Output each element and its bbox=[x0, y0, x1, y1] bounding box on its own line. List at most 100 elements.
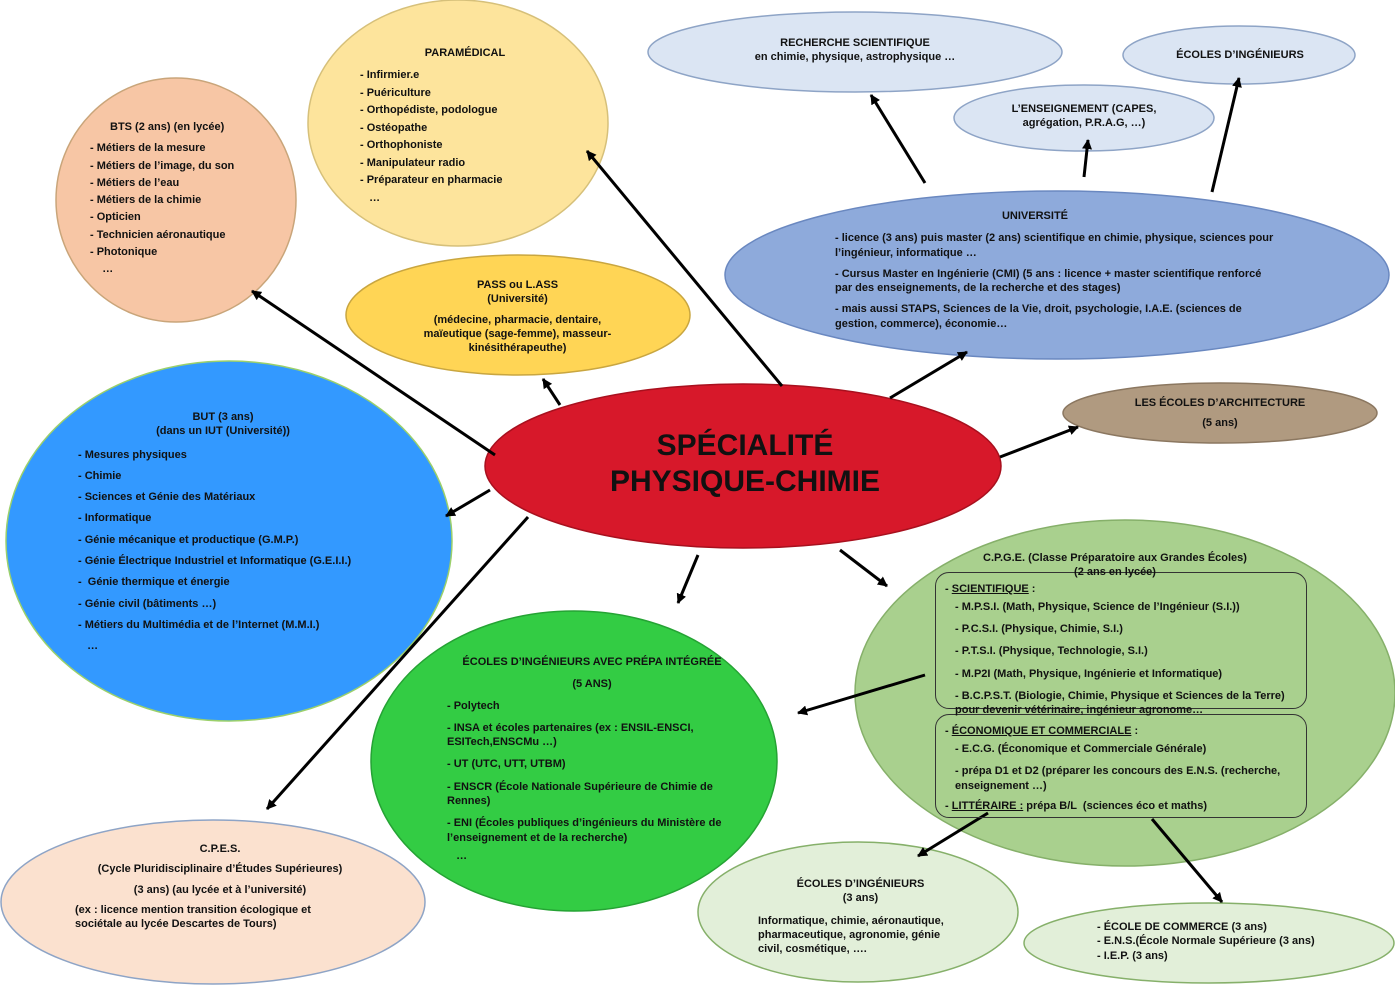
center-ellipse bbox=[484, 383, 1002, 549]
list-item: - Métiers du Multimédia et de l’Internet… bbox=[78, 618, 320, 631]
pass-subtitle: (Université) bbox=[487, 293, 548, 306]
list-item: - E.C.G. (Économique et Commerciale Géné… bbox=[955, 742, 1207, 755]
arrow-to-but bbox=[445, 488, 491, 518]
list-item: - Métiers de l’image, du son bbox=[90, 159, 235, 172]
ecoles-ing-bottom-subtitle: (3 ans) bbox=[842, 892, 879, 905]
center-line-2: PHYSIQUE-CHIMIE bbox=[609, 465, 881, 498]
cpge-eco-list: - E.C.G. (Économique et Commerciale Géné… bbox=[945, 742, 1285, 793]
list-item: … bbox=[78, 640, 99, 653]
recherche-text: en chimie, physique, astrophysique … bbox=[754, 51, 956, 64]
cpge-scientific-list: - M.P.S.I. (Math, Physique, Science de l… bbox=[945, 600, 1285, 718]
list-item: - Génie mécanique et productique (G.M.P.… bbox=[78, 533, 299, 546]
paramedical-ellipse bbox=[307, 0, 609, 247]
but-ellipse bbox=[5, 360, 453, 722]
cpge-lit-text: prépa B/L (sciences éco et maths) bbox=[1023, 799, 1208, 812]
cpge-title: C.P.G.E. (Classe Préparatoire aux Grande… bbox=[983, 552, 1247, 564]
ecoles-prepa-node: ÉCOLES D’INGÉNIEURS AVEC PRÉPA INTÉGRÉE … bbox=[447, 655, 722, 863]
paramedical-node: PARAMÉDICAL - Infirmier.e - Puériculture… bbox=[360, 46, 570, 207]
paramedical-title: PARAMÉDICAL bbox=[424, 47, 506, 59]
list-item: - INSA et écoles partenaires (ex : ENSIL… bbox=[447, 721, 694, 749]
universite-ellipse bbox=[724, 190, 1390, 360]
arrow-to-pass bbox=[541, 378, 562, 406]
list-item: - Métiers de la chimie bbox=[90, 194, 202, 207]
cpge-eco-label: ÉCONOMIQUE ET COMMERCIALE bbox=[951, 724, 1132, 737]
ecoles-prepa-title: ÉCOLES D’INGÉNIEURS AVEC PRÉPA INTÉGRÉE bbox=[462, 656, 722, 668]
arrow-to-ecoles-ing-top bbox=[1210, 77, 1242, 193]
list-item: - ENI (Écoles publiques d’ingénieurs du … bbox=[447, 817, 722, 844]
pass-ellipse bbox=[345, 254, 691, 376]
bts-title: BTS (2 ans) (en lycée) bbox=[110, 121, 225, 133]
bts-list: - Métiers de la mesure - Métiers de l’im… bbox=[90, 140, 280, 278]
list-item: - Mesures physiques bbox=[78, 448, 187, 461]
recherche-ellipse bbox=[647, 11, 1063, 93]
list-item: - Polytech bbox=[447, 699, 500, 712]
cpge-scientific-heading: - SCIENTIFIQUE : bbox=[945, 582, 1036, 595]
commerce-node: - ÉCOLE DE COMMERCE (3 ans) - E.N.S.(Éco… bbox=[1097, 920, 1337, 963]
cpes-text: (ex : licence mention transition écologi… bbox=[75, 903, 311, 931]
cpes-line-2: (3 ans) (au lycée et à l’université) bbox=[133, 883, 307, 896]
list-item: - ENSCR (École Nationale Supérieure de C… bbox=[447, 780, 713, 808]
pass-node: PASS ou L.ASS (Université) (médecine, ph… bbox=[405, 278, 630, 355]
arrow-to-enseignement bbox=[1082, 139, 1093, 178]
list-item: - E.N.S.(École Normale Supérieure (3 ans… bbox=[1097, 935, 1315, 948]
arrow-cpge-to-ecoles-prepa bbox=[797, 673, 926, 716]
list-item: - Infirmier.e bbox=[360, 69, 420, 82]
list-item: - mais aussi STAPS, Sciences de la Vie, … bbox=[835, 303, 1242, 330]
ecoles-ing-top-node: ÉCOLES D’INGÉNIEURS bbox=[1140, 48, 1340, 62]
list-item: - Opticien bbox=[90, 211, 141, 224]
list-item: - Sciences et Génie des Matériaux bbox=[78, 491, 256, 504]
commerce-ellipse bbox=[1023, 902, 1395, 984]
list-item: … bbox=[360, 191, 381, 204]
list-item: - Technicien aéronautique bbox=[90, 228, 226, 241]
cpge-lit-label: LITTÉRAIRE : bbox=[951, 799, 1024, 812]
list-item: - prépa D1 et D2 (préparer les concours … bbox=[955, 765, 1281, 792]
cpge-lit-line: - LITTÉRAIRE : prépa B/L (sciences éco e… bbox=[945, 799, 1208, 812]
cpge-subtitle: (2 ans en lycée) bbox=[1074, 566, 1156, 579]
list-item: - Informatique bbox=[78, 512, 152, 525]
paramedical-list: - Infirmier.e - Puériculture - Orthopédi… bbox=[360, 67, 570, 207]
list-item: - Photonique bbox=[90, 246, 158, 259]
list-item: - Métiers de la mesure bbox=[90, 142, 206, 155]
arrow-to-universite bbox=[889, 350, 968, 400]
enseignement-title: L’ENSEIGNEMENT (CAPES, bbox=[1011, 103, 1157, 115]
center-line-1: SPÉCIALITÉ bbox=[656, 429, 834, 462]
cpge-scientific-brace bbox=[935, 572, 1307, 709]
universite-title: UNIVERSITÉ bbox=[1001, 210, 1068, 222]
arrow-to-cpge bbox=[839, 548, 888, 588]
bts-node: BTS (2 ans) (en lycée) - Métiers de la m… bbox=[90, 120, 280, 279]
list-item: - Génie civil (bâtiments …) bbox=[78, 597, 217, 610]
cpge-other-brace bbox=[935, 714, 1307, 818]
cpes-title: C.P.E.S. bbox=[199, 843, 241, 855]
list-item: - Cursus Master en Ingénierie (CMI) (5 a… bbox=[835, 267, 1262, 295]
list-item: - M.P.S.I. (Math, Physique, Science de l… bbox=[955, 600, 1240, 613]
list-item: - Manipulateur radio bbox=[360, 156, 466, 169]
cpes-node: C.P.E.S. (Cycle Pluridisciplinaire d’Étu… bbox=[75, 842, 365, 931]
list-item: - M.P2I (Math, Physique, Ingénierie et I… bbox=[955, 667, 1223, 680]
arrow-to-architecture bbox=[999, 425, 1079, 459]
list-item: - Ostéopathe bbox=[360, 121, 428, 134]
cpge-node: C.P.G.E. (Classe Préparatoire aux Grande… bbox=[945, 551, 1285, 813]
ecoles-ing-bottom-ellipse bbox=[697, 841, 1019, 983]
list-item: - Puériculture bbox=[360, 86, 431, 99]
architecture-node: LES ÉCOLES D’ARCHITECTURE (5 ans) bbox=[1100, 396, 1340, 431]
list-item: - Orthophoniste bbox=[360, 139, 443, 152]
ecoles-ing-bottom-node: ÉCOLES D’INGÉNIEURS (3 ans) Informatique… bbox=[758, 877, 963, 956]
but-list: - Mesures physiques - Chimie - Sciences … bbox=[78, 445, 378, 658]
bts-ellipse bbox=[55, 77, 297, 323]
arrow-cpge-to-ecoles-ing-bottom bbox=[917, 811, 989, 858]
center-node: SPÉCIALITÉ PHYSIQUE-CHIMIE bbox=[540, 428, 950, 500]
list-item: - licence (3 ans) puis master (2 ans) sc… bbox=[835, 232, 1274, 259]
list-item: … bbox=[90, 263, 114, 276]
list-item: - ÉCOLE DE COMMERCE (3 ans) bbox=[1097, 921, 1267, 933]
list-item: - P.C.S.I. (Physique, Chimie, S.I.) bbox=[955, 623, 1123, 636]
cpge-eco-heading: - ÉCONOMIQUE ET COMMERCIALE : bbox=[945, 724, 1139, 737]
list-item: - B.C.P.S.T. (Biologie, Chimie, Physique… bbox=[955, 690, 1285, 717]
list-item: - UT (UTC, UTT, UTBM) bbox=[447, 758, 566, 771]
ecoles-prepa-subtitle: (5 ANS) bbox=[572, 678, 612, 691]
ecoles-ing-top-title: ÉCOLES D’INGÉNIEURS bbox=[1176, 49, 1304, 61]
recherche-node: RECHERCHE SCIENTIFIQUE en chimie, physiq… bbox=[705, 36, 1005, 65]
but-title: BUT (3 ans) bbox=[192, 411, 254, 423]
arrow-to-recherche bbox=[869, 94, 927, 184]
